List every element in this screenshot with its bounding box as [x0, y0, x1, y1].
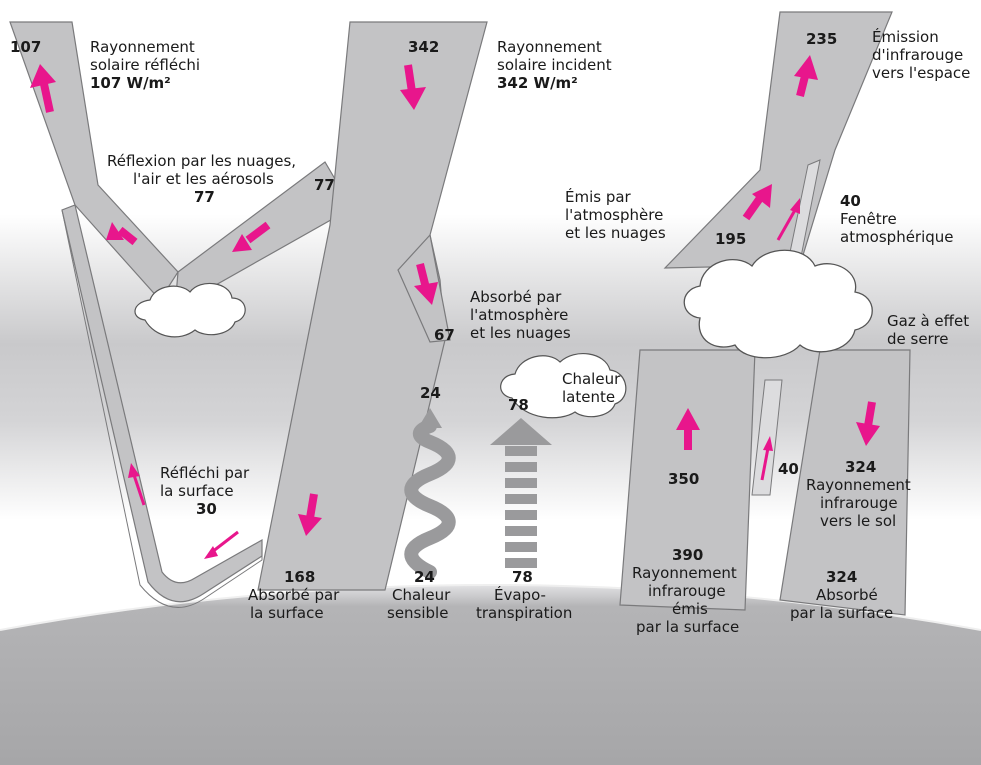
atm-emit-label-1: Émis par — [565, 187, 632, 206]
surf-ir-label-3: émis — [672, 600, 708, 618]
back-label-2: infrarouge — [820, 494, 898, 512]
surf-abs-label-2: la surface — [250, 604, 324, 622]
surf-back-label-2: par la surface — [790, 604, 893, 622]
surf-abs-value: 168 — [284, 568, 315, 586]
reflected-label-1: Rayonnement — [90, 38, 195, 56]
atm-emit-label-2: l'atmosphère — [565, 206, 663, 224]
incident-label-1: Rayonnement — [497, 38, 602, 56]
sensible-value-top: 24 — [420, 384, 441, 402]
sensible-label-2: sensible — [387, 604, 448, 622]
absorbed-atm-label-2: l'atmosphère — [470, 306, 568, 324]
surf-back-value: 324 — [826, 568, 857, 586]
absorbed-atm-value: 67 — [434, 326, 455, 344]
window-label-2: atmosphérique — [840, 228, 954, 246]
window-label-1: Fenêtre — [840, 210, 897, 228]
back-label-3: vers le sol — [820, 512, 896, 530]
reflected-label-3: 107 W/m² — [90, 74, 171, 92]
surf-ir-label-1: Rayonnement — [632, 564, 737, 582]
surf-abs-label-1: Absorbé par — [248, 586, 340, 604]
reflected-value: 107 — [10, 38, 41, 56]
ghg-label-2: de serre — [887, 330, 949, 348]
cloud-reflect-value: 77 — [194, 188, 215, 206]
surf-reflect-label-2: la surface — [160, 482, 234, 500]
surf-ir-label-4: par la surface — [636, 618, 739, 636]
absorbed-atm-label-1: Absorbé par — [470, 288, 562, 306]
emission-value: 235 — [806, 30, 837, 48]
latent-value-top: 78 — [508, 396, 529, 414]
evapo-label-1: Évapo- — [494, 585, 546, 604]
evapo-label-2: transpiration — [476, 604, 572, 622]
window-value: 40 — [840, 192, 861, 210]
surf-ir-label-2: infrarouge — [648, 582, 726, 600]
reflected-label-2: solaire réfléchi — [90, 56, 200, 74]
back-value: 324 — [845, 458, 876, 476]
incident-value: 342 — [408, 38, 439, 56]
latent-label-1: Chaleur — [562, 370, 621, 388]
atm-emit-label-3: et les nuages — [565, 224, 666, 242]
window-low-value: 40 — [778, 460, 799, 478]
sensible-label-1: Chaleur — [392, 586, 451, 604]
back-label-1: Rayonnement — [806, 476, 911, 494]
sensible-value: 24 — [414, 568, 435, 586]
incident-label-2: solaire incident — [497, 56, 612, 74]
surf-reflect-label-1: Réfléchi par — [160, 464, 250, 482]
atm-emit-value: 195 — [715, 230, 746, 248]
cloud-reflect-value-b: 77 — [314, 176, 335, 194]
evapo-value: 78 — [512, 568, 533, 586]
absorbed-atm-label-3: et les nuages — [470, 324, 571, 342]
emission-label-2: d'infrarouge — [872, 46, 963, 64]
latent-label-2: latente — [562, 388, 615, 406]
surf-reflect-value: 30 — [196, 500, 217, 518]
surf-back-label-1: Absorbé — [816, 586, 878, 604]
cloud-reflect-label-1: Réflexion par les nuages, — [107, 152, 296, 170]
surf-ir-value: 390 — [672, 546, 703, 564]
cloud-reflect-label-2: l'air et les aérosols — [133, 170, 274, 188]
up-ir-value: 350 — [668, 470, 699, 488]
incident-label-3: 342 W/m² — [497, 74, 578, 92]
emission-label-3: vers l'espace — [872, 64, 970, 82]
ghg-label-1: Gaz à effet — [887, 312, 969, 330]
emission-label-1: Émission — [872, 27, 939, 46]
